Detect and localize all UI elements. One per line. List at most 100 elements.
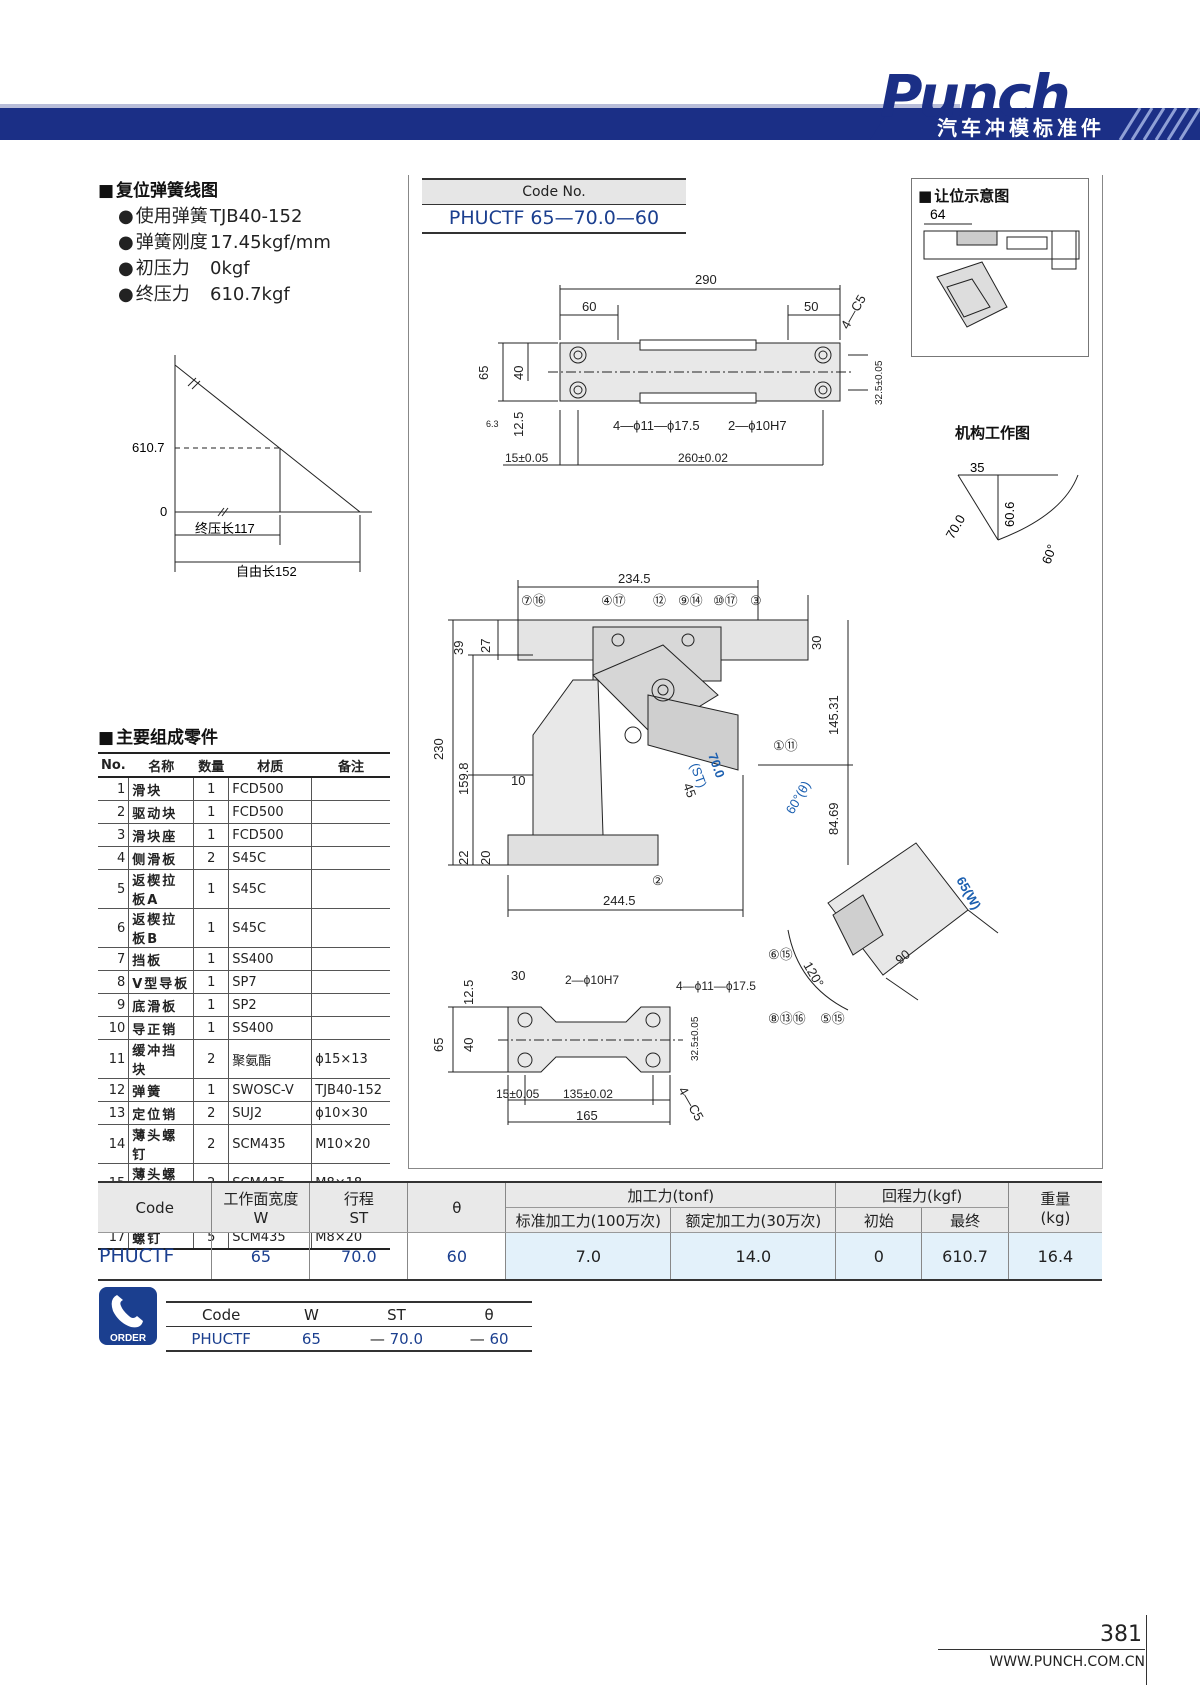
- dim-27: 27: [478, 639, 493, 653]
- callout-10-17: ⑩⑰: [713, 593, 738, 608]
- part-qty: 2: [193, 1124, 230, 1164]
- part-no: 10: [98, 1016, 130, 1040]
- spec-h-theta: θ: [407, 1181, 507, 1233]
- work-dim-60-6: 60.6: [1002, 502, 1017, 527]
- code-number-label: Code No.: [422, 178, 686, 205]
- dim-32-5: 32.5±0.05: [874, 360, 885, 405]
- part-no: 9: [98, 993, 130, 1017]
- part-qty: 1: [193, 800, 230, 824]
- work-diagram: 机构工作图 35 70.0 60.6 60°: [943, 424, 1079, 566]
- dim-244-5: 244.5: [603, 893, 636, 908]
- spec-st: 70.0: [309, 1232, 409, 1281]
- callout-7-16: ⑦⑯: [521, 593, 546, 608]
- dim-theta: 60°(θ): [783, 778, 814, 816]
- bdim-hole2: 4—ϕ11—ϕ17.5: [676, 979, 756, 993]
- part-material: S45C: [228, 908, 313, 948]
- part-remark: [311, 777, 391, 801]
- part-material: FCD500: [228, 823, 313, 847]
- part-material: SS400: [228, 947, 313, 971]
- part-material: S45C: [228, 846, 313, 870]
- part-qty: 1: [193, 1078, 230, 1102]
- part-qty: 2: [193, 846, 230, 870]
- order-icon-label: ORDER: [110, 1333, 147, 1344]
- part-remark: [311, 800, 391, 824]
- part-remark: [311, 823, 391, 847]
- bdim-30: 30: [511, 968, 525, 983]
- part-name: 滑块: [128, 777, 195, 801]
- dim-15: 15±0.05: [505, 451, 549, 465]
- bottom-view: [448, 1006, 683, 1125]
- part-material: SWOSC-V: [228, 1078, 313, 1102]
- part-remark: [311, 993, 391, 1017]
- side-view: [448, 580, 853, 917]
- drawing-frame: [408, 175, 1103, 1169]
- clearance-dim: 64: [930, 207, 946, 222]
- part-name: 缓冲挡块: [128, 1039, 195, 1079]
- work-angle-60: 60°: [1039, 542, 1060, 566]
- order-h-theta: θ: [446, 1301, 532, 1327]
- part-remark: ϕ15×13: [311, 1039, 391, 1079]
- part-remark: [311, 947, 391, 971]
- part-qty: 1: [193, 869, 230, 909]
- dim-30: 30: [809, 636, 824, 650]
- part-qty: 1: [193, 993, 230, 1017]
- part-material: 聚氨酯: [228, 1039, 313, 1079]
- part-no: 2: [98, 800, 130, 824]
- part-name: 底滑板: [128, 993, 195, 1017]
- footer-vline: [1146, 1615, 1147, 1685]
- technical-drawing: 290 60 50 4—C5 65 40 12.5 32.5±0.05 4—ϕ1…: [431, 272, 1079, 1125]
- spec-h-rated: 额定加工力(30万次): [670, 1207, 837, 1233]
- spec-subheader-row: 标准加工力(100万次) 额定加工力(30万次) 初始 最终: [98, 1207, 1102, 1233]
- spec-h-weight: 重量(kg): [1008, 1181, 1102, 1233]
- part-material: SS400: [228, 1016, 313, 1040]
- order-v-code: PHUCTF: [166, 1326, 277, 1352]
- brand-logo: Punch: [880, 62, 1071, 130]
- part-qty: 1: [193, 823, 230, 847]
- dim-65: 65: [476, 366, 491, 380]
- dim-260: 260±0.02: [678, 451, 728, 465]
- part-no: 3: [98, 823, 130, 847]
- part-remark: [311, 1016, 391, 1040]
- spec-final: 610.7: [921, 1232, 1009, 1281]
- dim-12-5: 12.5: [511, 412, 526, 437]
- part-no: 8: [98, 970, 130, 994]
- header-stripes: [870, 108, 1200, 140]
- part-remark: ϕ10×30: [311, 1101, 391, 1125]
- callout-8-13-16: ⑧⑬⑯: [768, 1011, 806, 1026]
- part-name: 挡板: [128, 947, 195, 971]
- dim-22: 22: [456, 851, 471, 865]
- spec-code: PHUCTF: [98, 1232, 213, 1281]
- part-no: 1: [98, 777, 130, 801]
- part-name: 返楔拉板B: [128, 908, 195, 948]
- page-number: 381: [1100, 1622, 1142, 1647]
- order-header-row: Code W ST θ: [166, 1301, 532, 1327]
- dim-40: 40: [511, 366, 526, 380]
- order-h-code: Code: [166, 1301, 277, 1327]
- part-material: FCD500: [228, 800, 313, 824]
- dim-39: 39: [451, 641, 466, 655]
- dim-145-31: 145.31: [826, 695, 841, 735]
- part-name: V型导板: [128, 970, 195, 994]
- dim-20: 20: [478, 851, 493, 865]
- order-v-theta: — 60: [446, 1326, 532, 1352]
- dim-holes-a: 4—ϕ11—ϕ17.5: [613, 418, 700, 433]
- roughness-mark: 6.3: [486, 419, 499, 429]
- website-link[interactable]: WWW.PUNCH.COM.CN: [989, 1654, 1145, 1670]
- parts-col-name: 名称: [128, 752, 194, 778]
- callout-9-14: ⑨⑭: [678, 593, 703, 608]
- order-icon: ORDER: [99, 1287, 157, 1345]
- order-table: Code W ST θ PHUCTF 65 — 70.0 — 60: [166, 1301, 532, 1352]
- part-remark: [311, 846, 391, 870]
